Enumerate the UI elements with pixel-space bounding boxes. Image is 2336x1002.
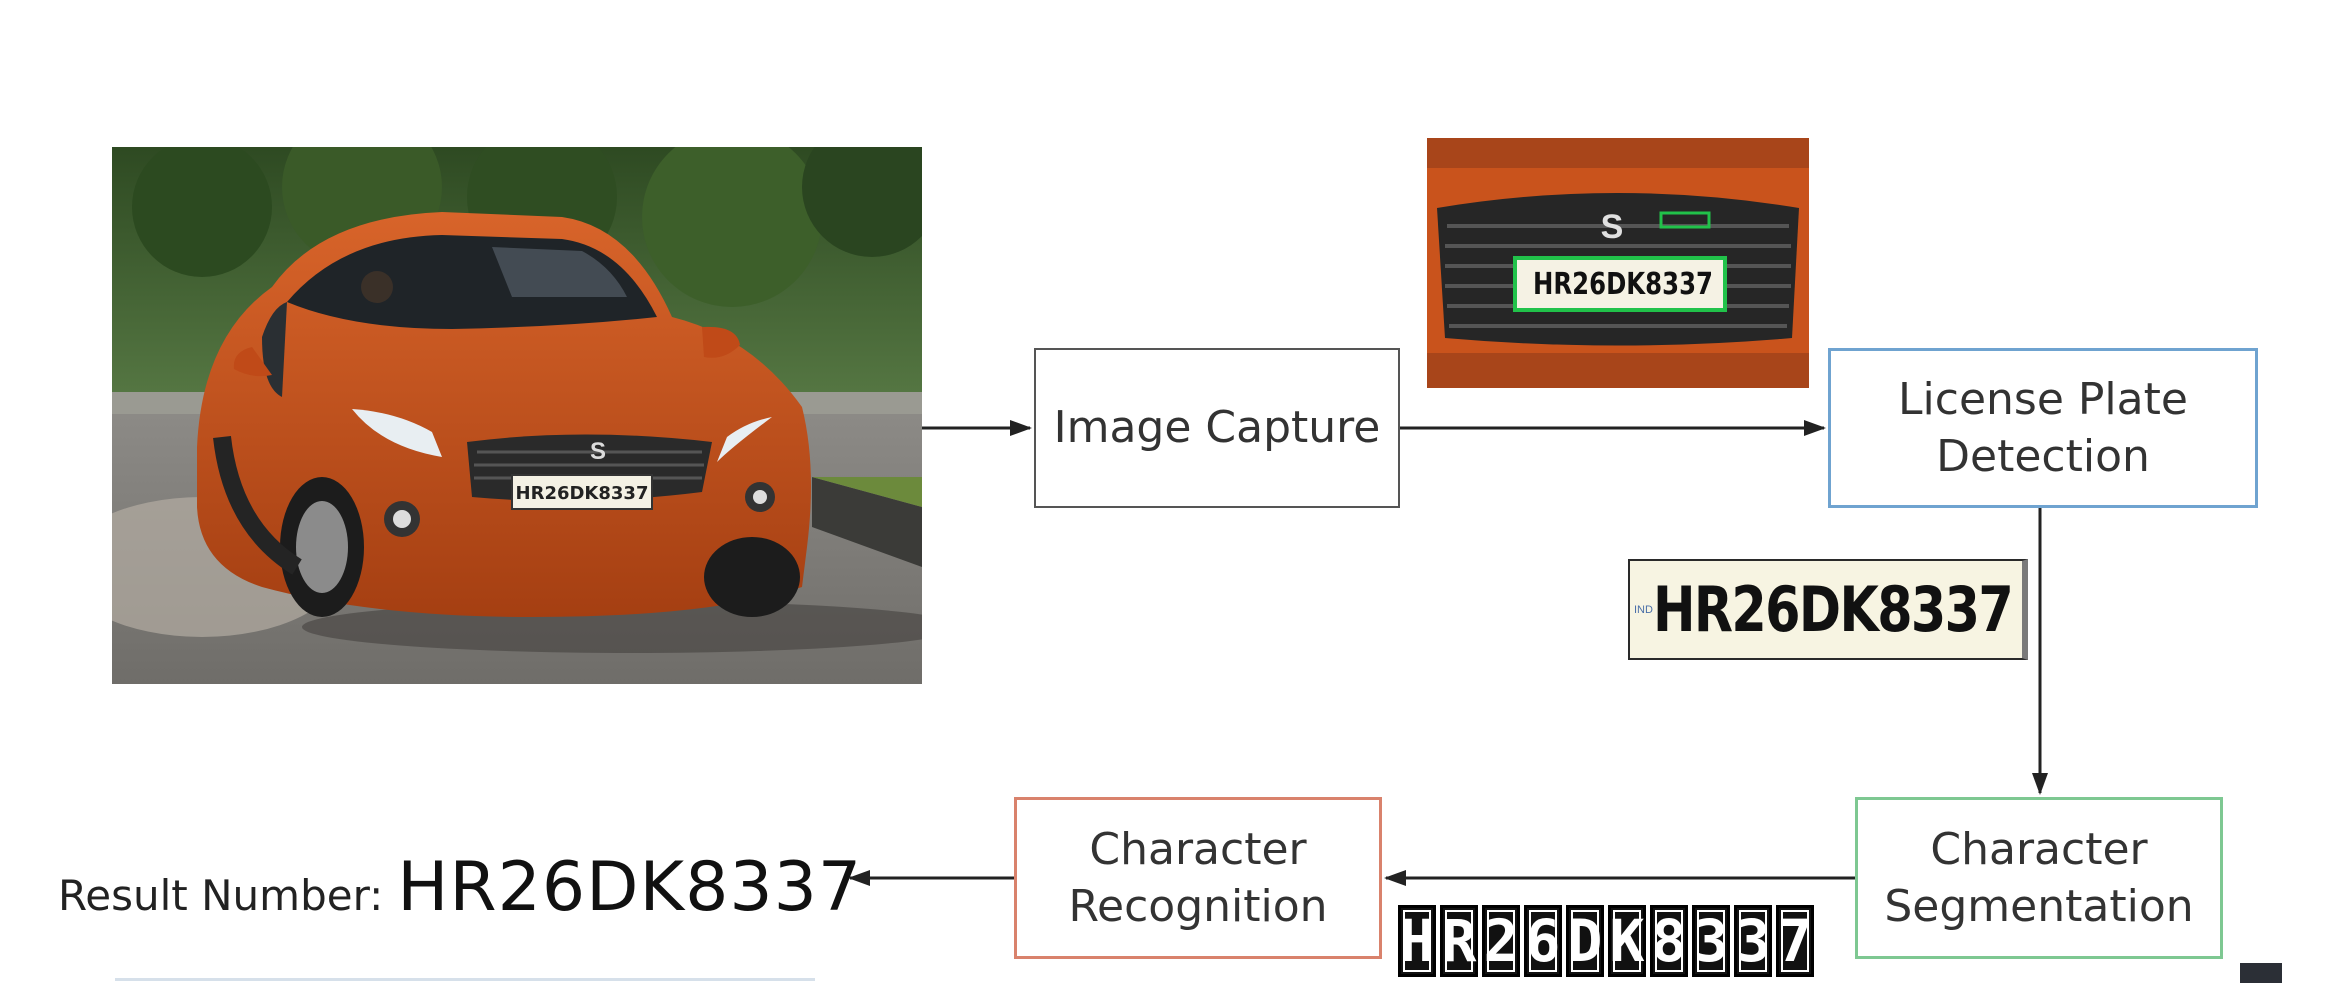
segmented-char-3: 6 [1524,905,1562,977]
char-segmentation-label-line2: Segmentation [1884,881,2194,932]
segmented-char-7: 3 [1692,905,1730,977]
segmented-char-1: R [1440,905,1478,977]
svg-text:S: S [590,438,606,465]
plate-detection-box: License Plate Detection [1828,348,2258,508]
segmented-char-0: H [1398,905,1436,977]
detected-plate-text: HR26DK8337 [1652,573,2014,646]
svg-text:S: S [1601,208,1624,246]
char-recognition-label-line1: Character [1089,823,1307,875]
plate-detection-label-line1: License Plate [1898,373,2188,425]
image-capture-label: Image Capture [1053,402,1381,454]
corner-mark [2240,963,2282,983]
result-value: HR26DK8337 [397,848,863,927]
car-plate-text: HR26DK8337 [516,483,649,504]
image-capture-box: Image Capture [1034,348,1400,508]
crop-plate-text: HR26DK8337 [1533,267,1713,302]
result: Result Number: HR26DK8337 [58,848,862,927]
segmented-char-8: 3 [1734,905,1772,977]
grille-crop-photo: S HR26DK8337 [1427,138,1809,388]
char-recognition-label-line2: Recognition [1068,881,1328,932]
segmented-char-2: 2 [1482,905,1520,977]
plate-detection-label-line2: Detection [1936,431,2150,482]
char-recognition-box: Character Recognition [1014,797,1382,959]
char-segmentation-box: Character Segmentation [1855,797,2223,959]
divider-line [115,978,815,981]
segmented-char-6: 8 [1650,905,1688,977]
char-segmentation-label-line1: Character [1930,823,2148,875]
segmented-char-4: D [1566,905,1604,977]
result-label: Result Number: [58,871,384,920]
car-photo: S HR26DK8337 [112,147,922,684]
detected-plate-prefix: IND [1634,603,1653,616]
detected-plate-image: IND HR26DK8337 [1628,559,2028,660]
segmented-char-9: 7 [1776,905,1814,977]
segmented-char-5: K [1608,905,1646,977]
